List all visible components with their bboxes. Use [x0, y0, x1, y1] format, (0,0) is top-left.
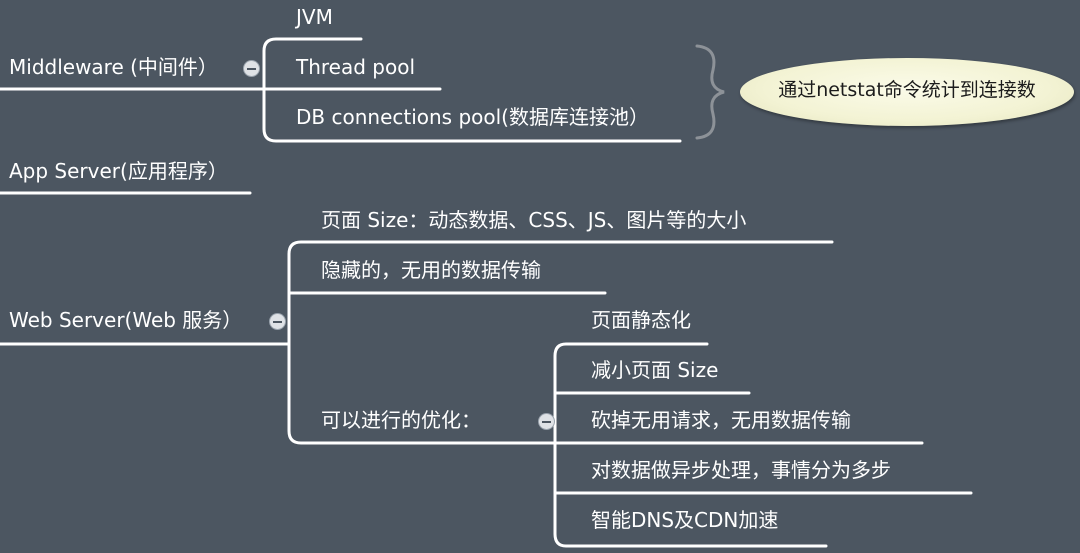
node-optimization[interactable]: 可以进行的优化： — [321, 408, 481, 432]
node-page-size[interactable]: 页面 Size：动态数据、CSS、JS、图片等的大小 — [321, 208, 747, 232]
connector-optimization-children — [553, 342, 973, 548]
collapse-icon[interactable] — [539, 414, 554, 429]
connector-web-server-children — [287, 240, 834, 445]
collapse-icon[interactable] — [270, 314, 285, 329]
node-db-connections-pool[interactable]: DB connections pool(数据库连接池） — [296, 105, 649, 129]
collapse-icon[interactable] — [244, 61, 259, 76]
curly-brace-icon — [695, 44, 725, 140]
node-jvm[interactable]: JVM — [296, 5, 333, 29]
node-reduce-page-size[interactable]: 减小页面 Size — [591, 358, 719, 382]
node-hidden-data[interactable]: 隐藏的，无用的数据传输 — [321, 258, 541, 282]
node-cut-useless-requests[interactable]: 砍掉无用请求，无用数据传输 — [591, 408, 851, 432]
node-static-pages[interactable]: 页面静态化 — [591, 308, 691, 332]
note-callout[interactable]: 通过netstat命令统计到连接数 — [740, 58, 1074, 126]
node-app-server[interactable]: App Server(应用程序） — [9, 159, 228, 183]
node-thread-pool[interactable]: Thread pool — [296, 55, 416, 79]
node-web-server[interactable]: Web Server(Web 服务） — [9, 308, 243, 332]
node-middleware[interactable]: Middleware (中间件） — [9, 55, 218, 79]
note-text: 通过netstat命令统计到连接数 — [778, 79, 1036, 101]
connector-middleware-children — [262, 37, 682, 143]
node-async-processing[interactable]: 对数据做异步处理，事情分为多步 — [591, 458, 891, 482]
node-dns-cdn[interactable]: 智能DNS及CDN加速 — [591, 508, 779, 532]
